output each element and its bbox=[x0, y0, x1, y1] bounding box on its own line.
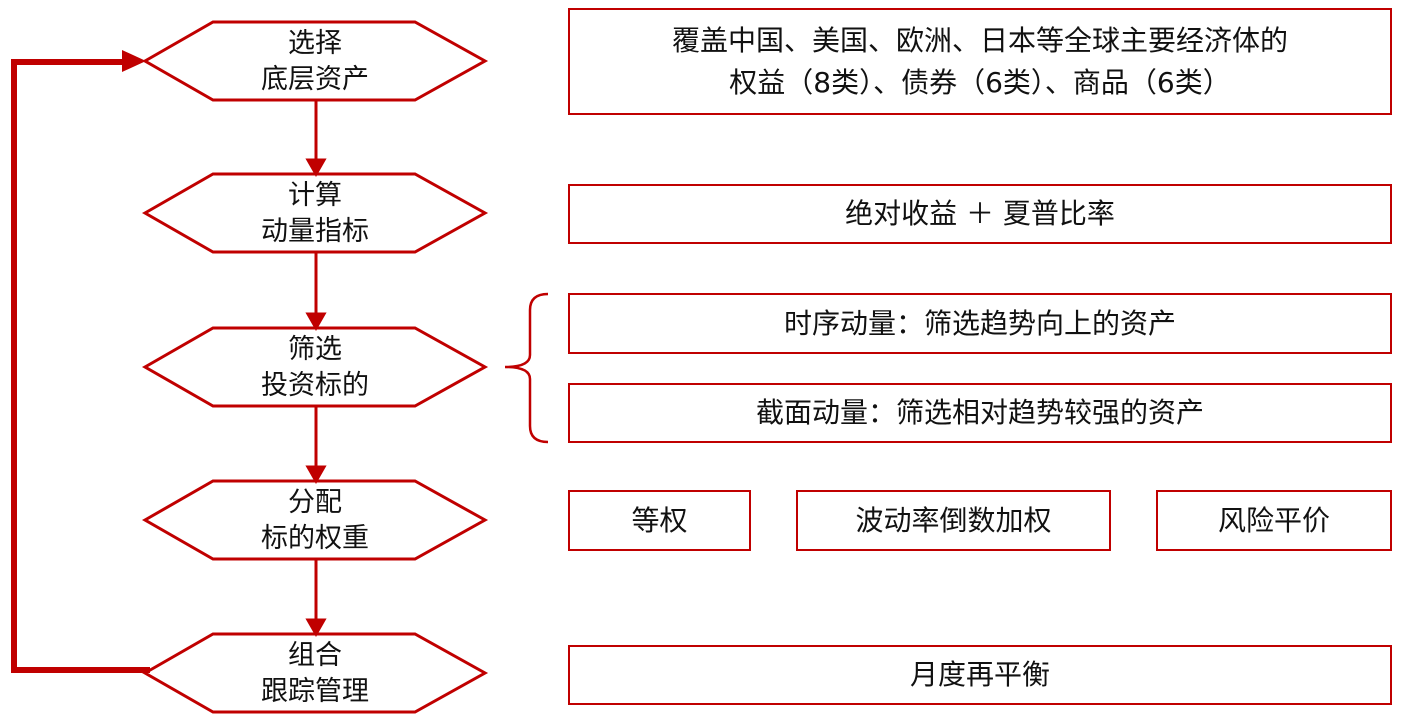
asset-coverage-line1: 覆盖中国、美国、欧洲、日本等全球主要经济体的 bbox=[671, 23, 1288, 57]
step-hexagon bbox=[141, 479, 489, 561]
arrowhead-icon bbox=[305, 465, 327, 485]
cross-section-momentum-box: 截面动量：筛选相对趋势较强的资产 bbox=[568, 383, 1392, 443]
step-hexagon bbox=[141, 20, 489, 102]
monthly-rebalance-text: 月度再平衡 bbox=[909, 658, 1050, 691]
step-label-calc-momentum: 计算动量指标 bbox=[261, 180, 369, 247]
equal-weight-text: 等权 bbox=[631, 503, 688, 537]
asset-coverage-box: 覆盖中国、美国、欧洲、日本等全球主要经济体的 权益（8类）、债券（6类）、商品（… bbox=[568, 8, 1392, 115]
arrowhead-icon bbox=[305, 618, 327, 638]
step-hexagon bbox=[141, 326, 489, 408]
momentum-metric-box: 绝对收益 ＋ 夏普比率 bbox=[568, 184, 1392, 244]
monthly-rebalance-box: 月度再平衡 bbox=[568, 645, 1392, 705]
arrowhead-icon bbox=[122, 50, 146, 72]
arrowhead-icon bbox=[305, 312, 327, 332]
cross-section-momentum-text: 截面动量：筛选相对趋势较强的资产 bbox=[755, 396, 1204, 429]
step-hexagon bbox=[141, 172, 489, 254]
risk-parity-box: 风险平价 bbox=[1156, 490, 1392, 551]
feedback-loop-line bbox=[11, 59, 150, 673]
step-label-portfolio-tracking: 组合跟踪管理 bbox=[261, 640, 369, 707]
step-label-select-assets: 选择底层资产 bbox=[261, 28, 369, 95]
brace-icon bbox=[504, 292, 549, 444]
step-label-allocate-weights: 分配标的权重 bbox=[261, 487, 369, 554]
time-series-momentum-text: 时序动量：筛选趋势向上的资产 bbox=[783, 306, 1176, 340]
arrowhead-icon bbox=[305, 158, 327, 178]
time-series-momentum-box: 时序动量：筛选趋势向上的资产 bbox=[568, 293, 1392, 354]
step-hexagon bbox=[141, 632, 489, 714]
momentum-metric-text: 绝对收益 ＋ 夏普比率 bbox=[845, 197, 1115, 230]
inverse-vol-weight-box: 波动率倒数加权 bbox=[796, 490, 1111, 551]
equal-weight-box: 等权 bbox=[568, 490, 751, 551]
risk-parity-text: 风险平价 bbox=[1217, 503, 1330, 537]
step-label-filter-targets: 筛选投资标的 bbox=[261, 334, 369, 401]
asset-coverage-line2: 权益（8类）、债券（6类）、商品（6类） bbox=[729, 65, 1231, 99]
inverse-vol-weight-text: 波动率倒数加权 bbox=[855, 503, 1052, 537]
